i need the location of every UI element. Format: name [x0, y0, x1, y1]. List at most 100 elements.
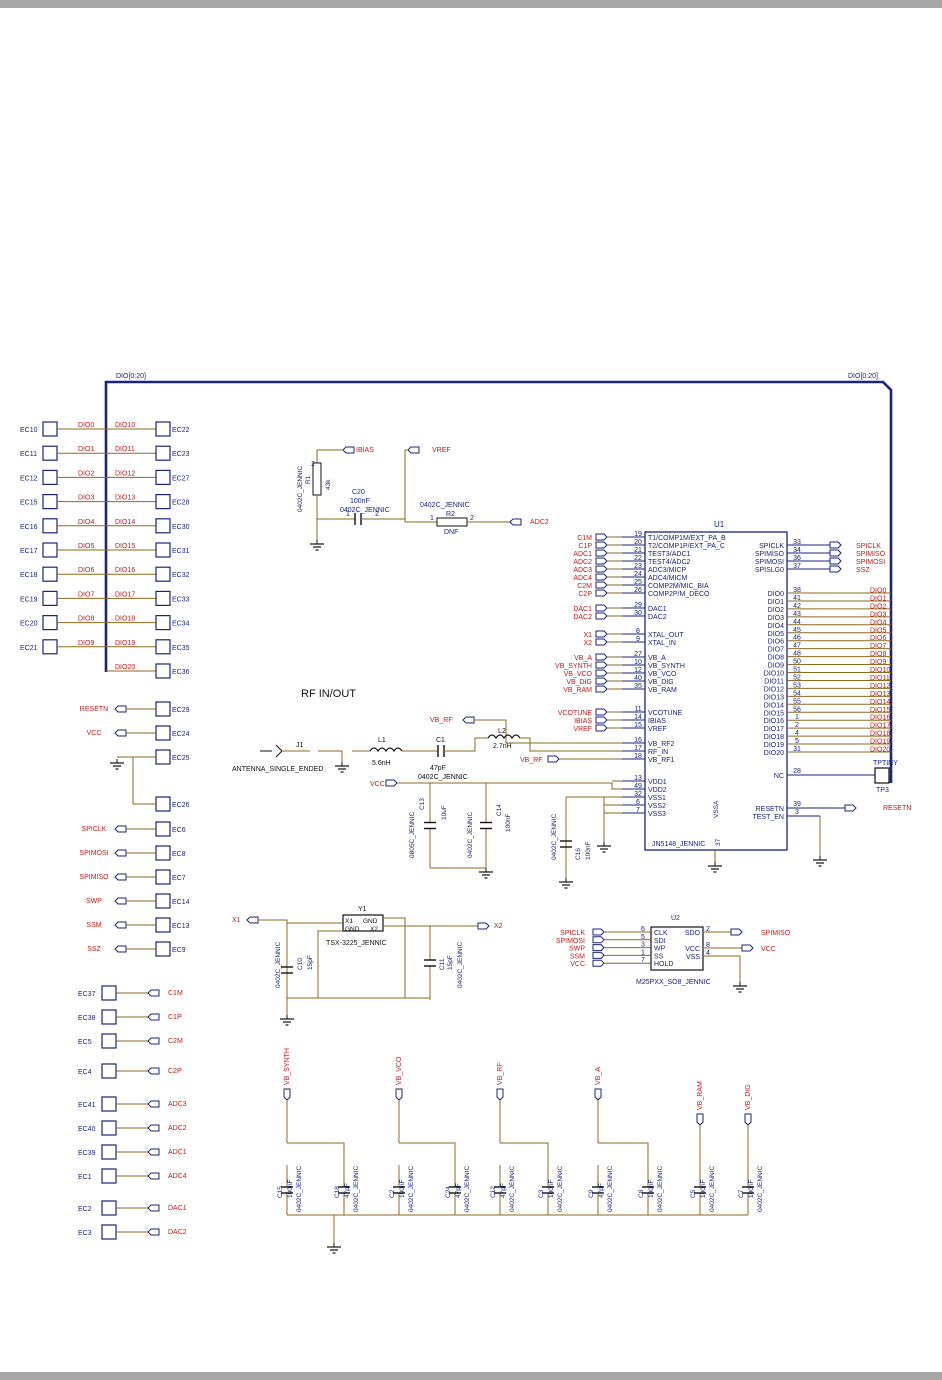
net-label: ADC3 [168, 1101, 187, 1108]
pin-number: 33 [793, 539, 801, 546]
connector-label: EC13 [172, 923, 190, 930]
top-bar [0, 0, 942, 8]
net-label: VB_RF [497, 1062, 504, 1085]
pin-number: 51 [793, 667, 801, 674]
connector-pad [155, 917, 171, 933]
net-label: DIO12 [115, 470, 135, 477]
ref-label: L2 [498, 728, 506, 735]
connector-pad [155, 821, 171, 837]
ref-label: R2 [446, 511, 455, 518]
net-label: VCC [370, 781, 385, 788]
net-label: VB_RF [520, 757, 543, 764]
connector-label: EC24 [172, 731, 190, 738]
part-label: TSX-3225_JENNIC [326, 940, 387, 947]
pin-name: TEST4/ADC2 [648, 559, 691, 566]
net-label: ADC1 [168, 1149, 187, 1156]
pin-number: 37 [793, 563, 801, 570]
pin-name: VSS3 [648, 811, 666, 818]
pin-name: DAC2 [648, 614, 667, 621]
net-label: ADC3 [573, 567, 592, 574]
pin-number: 18 [634, 753, 642, 760]
net-label: VCC [570, 961, 585, 968]
net-flag [595, 669, 608, 677]
net-label: VB_RF [430, 717, 453, 724]
connector-pad [42, 518, 58, 534]
connector-pad [42, 469, 58, 485]
pin-name: VB_SYNTH [648, 663, 685, 670]
connector-pad [155, 614, 171, 631]
pin-name: DIO14 [764, 702, 784, 709]
value-label: 15pF [307, 955, 314, 970]
net-label: X1 [232, 917, 241, 924]
pin-number: 36 [793, 555, 801, 562]
pin-name: T1/COMP1M/EXT_PA_B [648, 535, 726, 542]
net-flag [592, 928, 605, 936]
connector-label: EC14 [172, 899, 190, 906]
net-label: DIO17 [115, 591, 135, 598]
net-label: DIO20 [870, 747, 890, 754]
wire [404, 449, 408, 522]
net-flag [114, 873, 127, 881]
connector-label: EC34 [172, 621, 190, 628]
net-label: VB_VCO [396, 1056, 403, 1085]
pin-number: 10 [634, 659, 642, 666]
footprint-label: 0402C_JENNIC [757, 1165, 764, 1212]
wire [444, 737, 488, 752]
pin-number: 14 [634, 714, 642, 721]
net-label: C2P [578, 591, 592, 598]
net-flag [147, 1172, 160, 1180]
net-label: IBIAS [574, 718, 592, 725]
pin-number: 2 [706, 926, 710, 933]
net-flag [147, 989, 160, 997]
net-flag [477, 922, 490, 930]
connector-pad [155, 494, 171, 510]
wire [399, 1142, 456, 1165]
pin-number: 44 [793, 619, 801, 626]
pin-name: DIO16 [764, 718, 784, 725]
pin-name: SPIMOSI [755, 559, 784, 566]
net-flag [147, 1013, 160, 1021]
pin-name: VB_DIG [648, 679, 674, 686]
net-label: SPICLK [560, 930, 585, 937]
net-flag [114, 897, 127, 905]
net-label: X2 [494, 923, 503, 930]
ref-label: L1 [378, 737, 386, 744]
connector-pad [155, 445, 171, 461]
test-point [874, 767, 890, 784]
pin-number: 7 [636, 807, 640, 814]
net-label: DIO11 [870, 675, 890, 682]
connector-label: EC38 [78, 1015, 96, 1022]
net-flag [595, 638, 608, 646]
net-label: DIO18 [115, 616, 135, 623]
footprint-label: 0402C_JENNIC [420, 502, 470, 509]
pin-number: 7 [641, 957, 645, 964]
pin-name: SPIMISO [755, 551, 785, 558]
net-label: VB_DIG [566, 679, 592, 686]
footprint-label: 0402C_JENNIC [607, 1165, 614, 1212]
footprint-label: 0402C_JENNIC [296, 1165, 303, 1212]
net-flag [595, 565, 608, 573]
connector-label: EC18 [20, 572, 38, 579]
value-label: 100nF [585, 842, 592, 860]
net-label: DAC2 [573, 614, 592, 621]
pin-number: 2 [311, 461, 315, 468]
wire [500, 1142, 549, 1165]
pin-number: 24 [634, 571, 642, 578]
net-label: SPIMOSI [856, 559, 885, 566]
pin-name: VB_RF1 [648, 757, 675, 764]
pin-name: XTAL_OUT [648, 632, 684, 639]
pin-number: 34 [793, 547, 801, 554]
net-label: DIO10 [870, 667, 890, 674]
net-label: SPICLK [82, 826, 107, 833]
net-flag [147, 1037, 160, 1045]
net-flag [595, 661, 608, 669]
ref-label: C24 [445, 1186, 452, 1198]
pin-number: 53 [793, 682, 801, 689]
net-label: C2M [168, 1038, 183, 1045]
pin-name: SS [654, 953, 664, 960]
net-label: DIO19 [870, 739, 890, 746]
connector-pad [155, 421, 171, 437]
net-flag [283, 1088, 291, 1101]
pin-name: DIO10 [764, 671, 784, 678]
ref-label: C3 [538, 1189, 545, 1198]
